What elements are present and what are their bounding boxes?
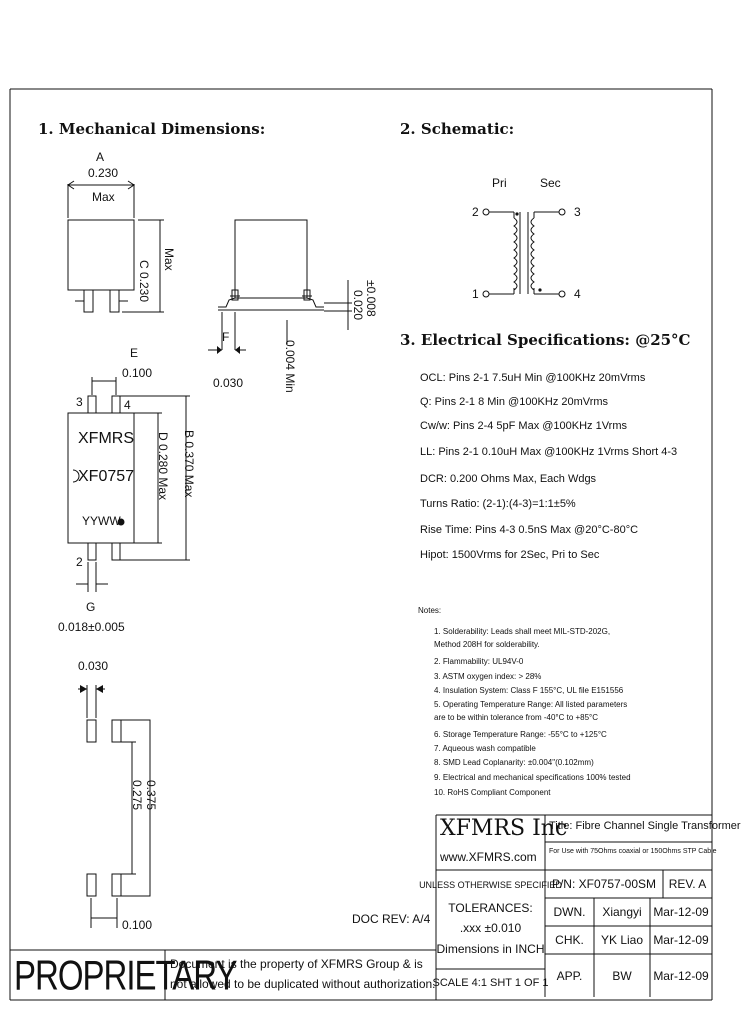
notes-heading: Notes: [418,606,442,615]
dim-e-value: 0.100 [122,366,153,380]
note-item: 7. Aqueous wash compatible [434,744,536,753]
schematic-pin-1: 1 [472,287,479,301]
note-item: 10. RoHS Compliant Component [434,788,551,797]
marking-part: XF0757 [78,468,135,485]
spec-line: LL: Pins 2-1 0.10uH Max @100KHz 1Vrms Sh… [420,446,678,458]
approved-label: APP. [556,968,583,983]
marking-brand: XFMRS [78,430,134,447]
dim-a-letter: A [96,150,105,164]
checked-name: YK Liao [600,933,644,947]
dim-lead: 0.020 [351,290,365,321]
pin-4-label: 4 [124,398,131,412]
drawing-title-subtitle: For Use with 75Ohms coaxial or 150Ohms S… [549,848,717,855]
drawn-label: DWN. [553,905,586,919]
dim-f-letter: F [222,330,230,344]
dim-g-letter: G [86,600,96,614]
note-item: Method 208H for solderability. [434,640,540,649]
pin-2-label: 2 [76,555,83,569]
footprint-pad-width: 0.030 [78,659,109,673]
footprint-pitch-outer: 0.375 [144,780,158,811]
unless-specified: UNLESS OTHERWISE SPECIFIED [419,880,562,890]
dim-g-value: 0.018±0.005 [58,620,125,634]
revision: REV. A [668,877,707,891]
approved-date: Mar-12-09 [653,968,709,983]
company-website: www.XFMRS.com [440,850,537,864]
dimensions-unit: Dimensions in INCH [436,942,545,956]
spec-line: Cw/w: Pins 2-4 5pF Max @100KHz 1Vrms [420,420,627,432]
spec-line: OCL: Pins 2-1 7.5uH Min @100KHz 20mVrms [420,372,646,384]
note-item: 2. Flammability: UL94V-0 [434,657,524,666]
schematic-pin-3: 3 [574,205,581,219]
checked-date: Mar-12-09 [653,933,709,947]
proprietary-label: PROPRIETARY [14,952,237,999]
dim-c: C 0.230 [137,260,151,303]
dim-c-max: Max [162,248,176,271]
schematic-sec-label: Sec [540,176,561,190]
note-item: 3. ASTM oxygen index: > 28% [434,672,542,681]
company-name: XFMRS Inc [440,816,568,841]
dim-min: 0.004 Min [283,340,297,393]
dim-a-max: Max [92,190,115,204]
dim-b: B 0.370 Max [182,430,196,498]
marking-date: YYWW [82,514,121,528]
dim-d: D 0.280 Max [156,432,170,501]
part-number: P/N: XF0757-00SM [551,877,657,891]
footprint-pitch-inner: 0.275 [130,780,144,811]
scale-sheet: SCALE 4:1 SHT 1 OF 1 [432,977,549,989]
dim-lead-tol: ±0.008 [364,280,378,317]
note-item: 1. Solderability: Leads shall meet MIL-S… [434,627,611,636]
doc-revision: DOC REV: A/4 [352,912,431,926]
tolerances-label: TOLERANCES: [448,901,533,915]
note-item: are to be within tolerance from -40°C to… [434,713,599,722]
section-electrical-heading: 3. Electrical Specifications: @25°C [400,331,691,349]
spec-line: Rise Time: Pins 4-3 0.5nS Max @20°C-80°C [420,524,639,536]
schematic-pin-4: 4 [574,287,581,301]
dim-a-value: 0.230 [88,166,119,180]
proprietary-notice-line1: Document is the property of XFMRS Group … [170,957,423,971]
schematic-pin-2: 2 [472,205,479,219]
footprint-pad-spacing: 0.100 [122,918,153,932]
approved-name: BW [612,968,632,983]
schematic-pri-label: Pri [492,176,507,190]
proprietary-notice-line2: not allowed to be duplicated without aut… [170,977,436,991]
dim-f-value: 0.030 [213,376,244,390]
pin-3-label: 3 [76,395,83,409]
spec-line: DCR: 0.200 Ohms Max, Each Wdgs [420,473,597,485]
note-item: 9. Electrical and mechanical specificati… [434,773,631,782]
section-schematic-heading: 2. Schematic: [400,120,515,138]
drawing-title: Title: Fibre Channel Single Transformer [549,820,741,832]
section-mechanical-heading: 1. Mechanical Dimensions: [38,120,266,138]
note-item: 6. Storage Temperature Range: -55°C to +… [434,730,607,739]
spec-line: Hipot: 1500Vrms for 2Sec, Pri to Sec [420,549,600,561]
drawn-date: Mar-12-09 [653,905,709,919]
tolerance-value: .xxx ±0.010 [459,921,522,935]
note-item: 8. SMD Lead Coplanarity: ±0.004"(0.102mm… [434,758,594,767]
spec-line: Turns Ratio: (2-1):(4-3)=1:1±5% [420,498,576,510]
drawn-name: Xiangyi [602,905,642,919]
spec-line: Q: Pins 2-1 8 Min @100KHz 20mVrms [420,396,609,408]
drawing-linework [9,88,713,1001]
dim-e-letter: E [130,346,139,360]
note-item: 5. Operating Temperature Range: All list… [434,700,628,709]
checked-label: CHK. [555,933,584,947]
note-item: 4. Insulation System: Class F 155°C, UL … [434,686,624,695]
